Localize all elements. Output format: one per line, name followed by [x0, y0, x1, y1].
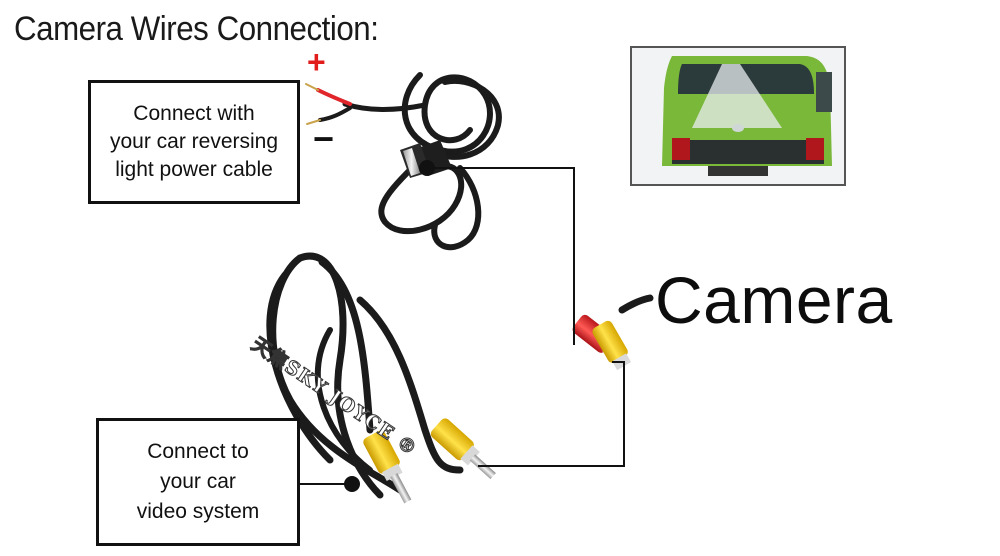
- video-callout-line-2: your car: [160, 470, 236, 493]
- power-callout-line-1: Connect with: [133, 102, 255, 125]
- rca-plug-left: [363, 430, 412, 504]
- power-callout-line-3: light power cable: [115, 158, 273, 181]
- power-cable-callout: Connect with your car reversing light po…: [88, 80, 300, 204]
- video-cable: [266, 252, 464, 499]
- video-system-callout: Connect to your car video system: [96, 418, 300, 546]
- negative-polarity-label: −: [313, 118, 335, 159]
- rca-plug-right: [430, 418, 496, 480]
- van-rear-photo: [630, 46, 846, 186]
- video-callout-line-1: Connect to: [147, 440, 249, 463]
- power-cable: [342, 72, 502, 251]
- power-callout-line-2: your car reversing: [109, 130, 279, 153]
- camera-label: Camera: [655, 263, 893, 337]
- leader-lines: [300, 167, 625, 485]
- camera-connectors: [572, 294, 654, 371]
- leader-dots: [344, 160, 435, 492]
- video-callout-line-3: video system: [136, 500, 260, 523]
- page-title: Camera Wires Connection:: [14, 10, 379, 48]
- van-illustration: [632, 48, 844, 184]
- power-leads: [305, 83, 352, 125]
- positive-polarity-label: +: [307, 44, 326, 80]
